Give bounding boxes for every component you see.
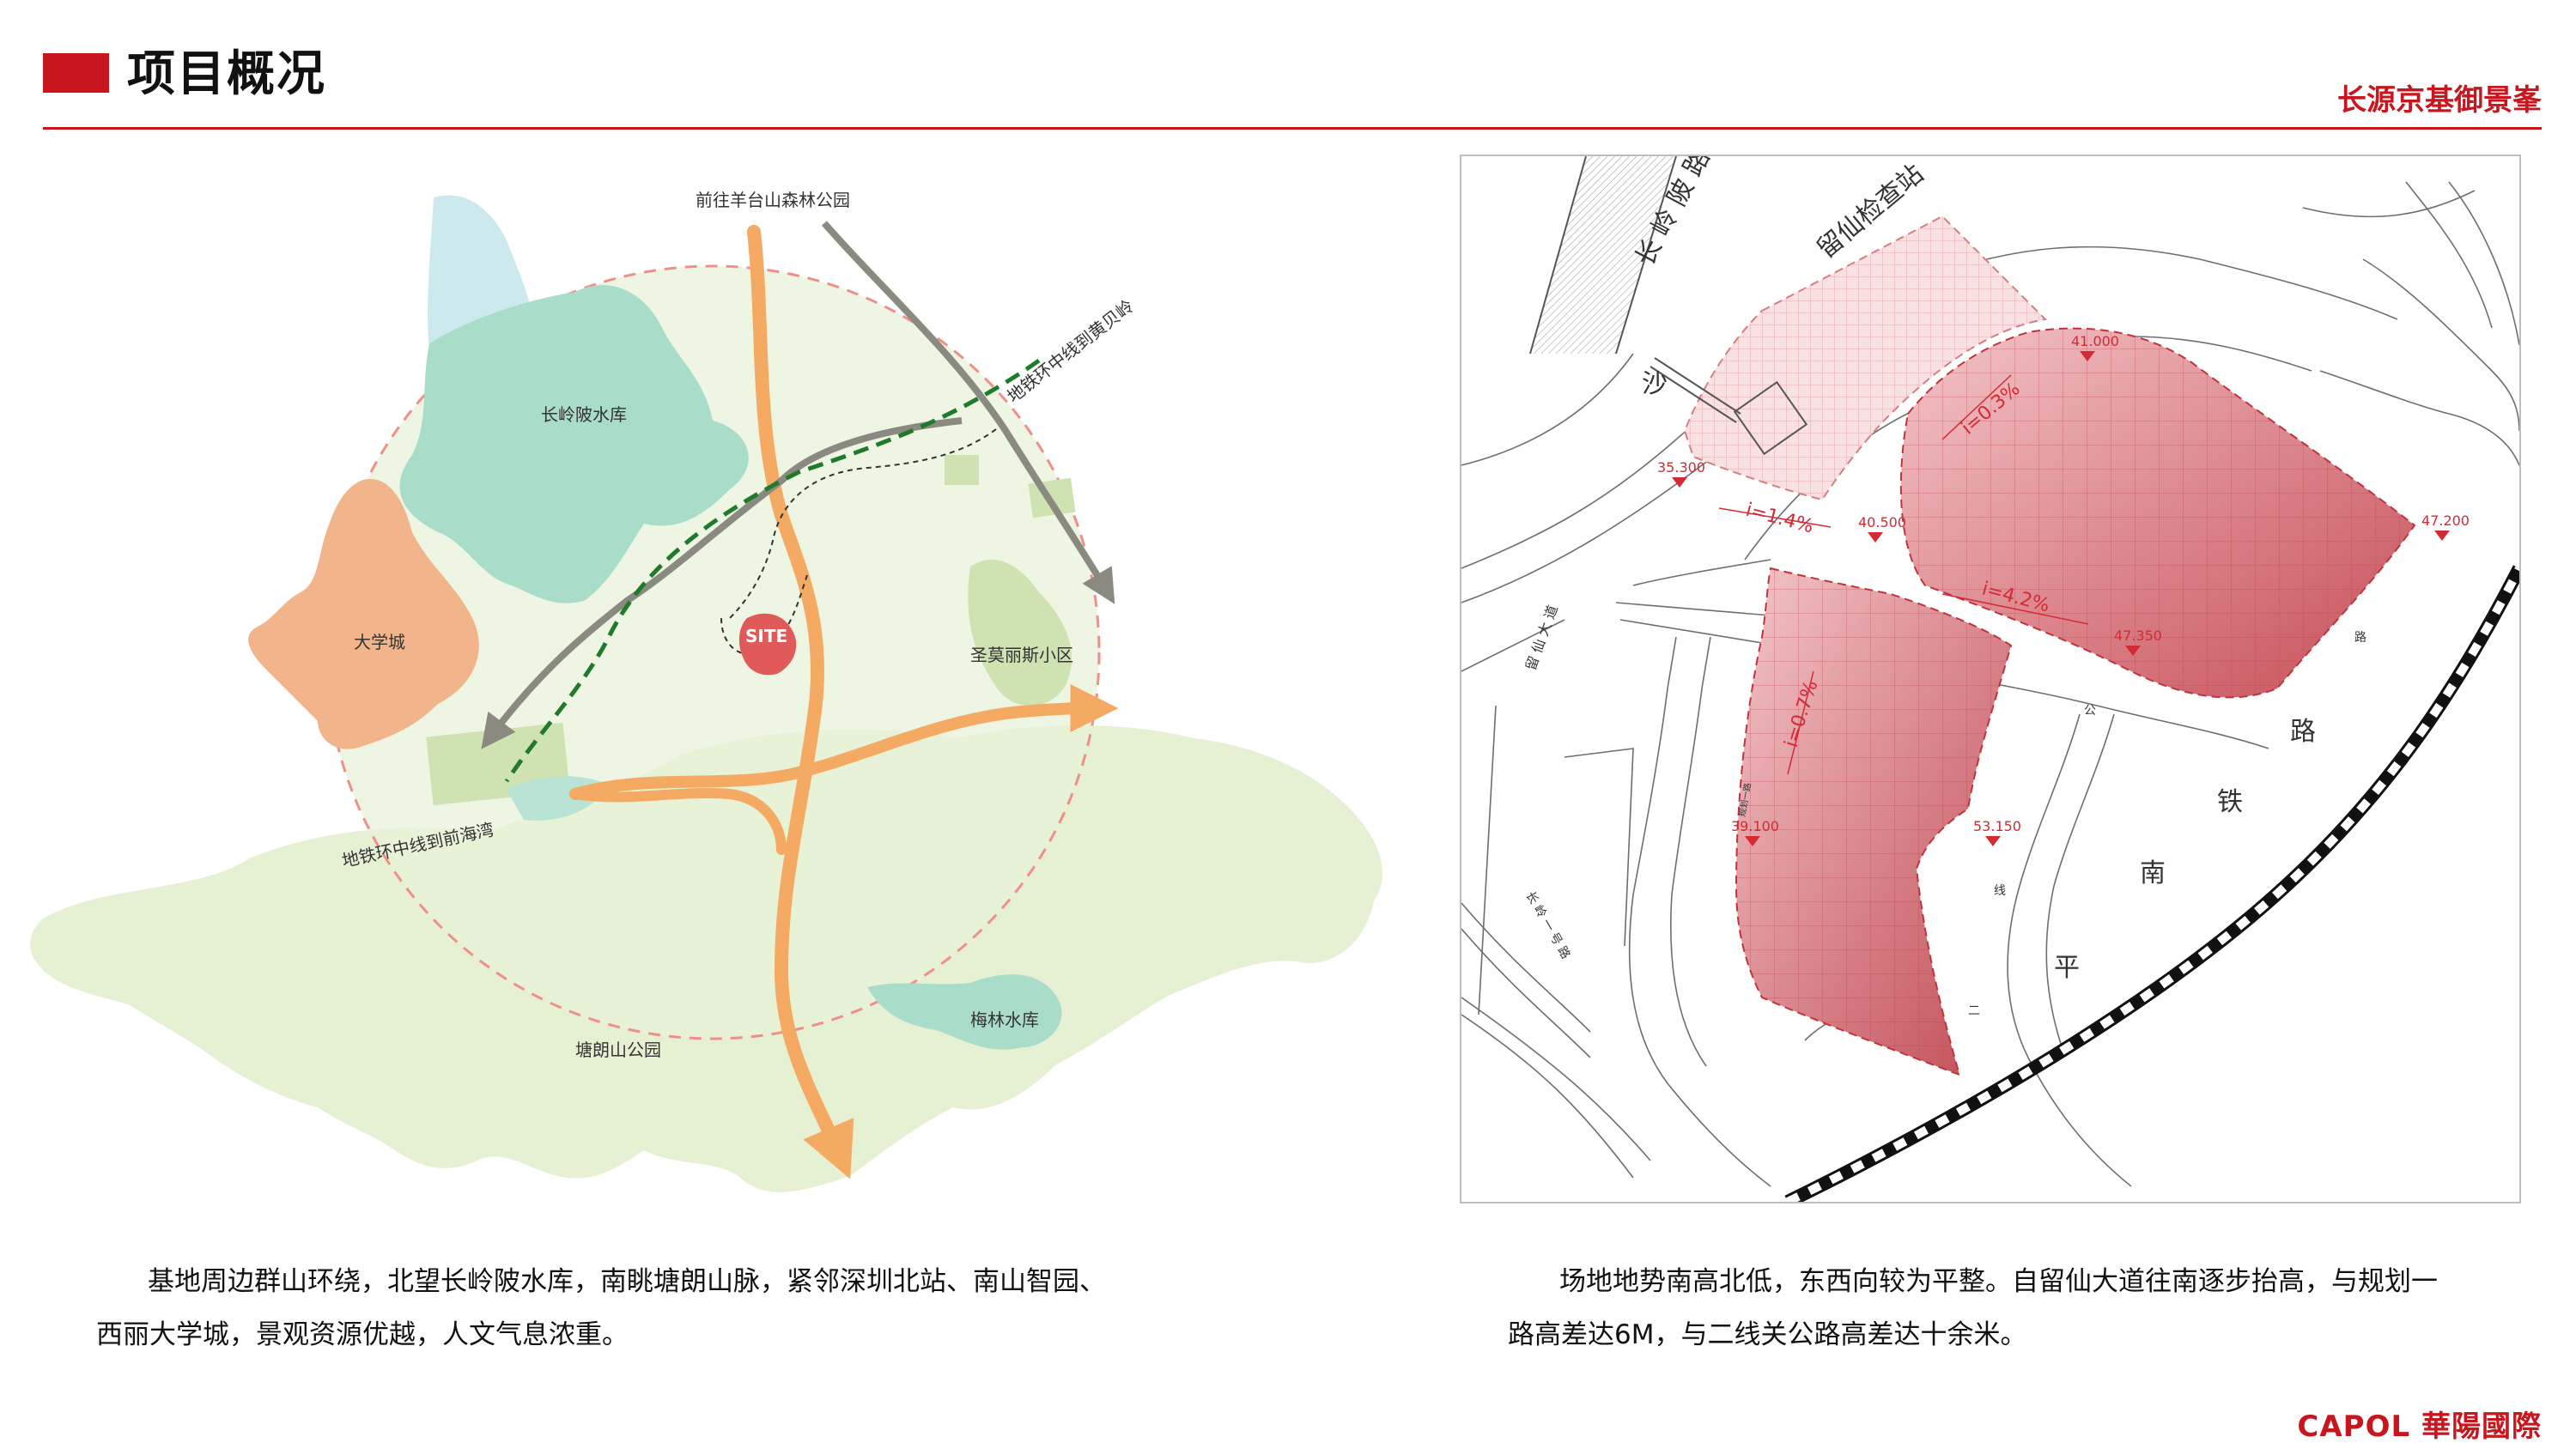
label-north-road: 前往羊台山森林公园	[696, 190, 850, 210]
company-logo: CAPOL 華陽國際	[2297, 1410, 2542, 1444]
metro-line	[504, 358, 1041, 783]
road-erxian-b: 路	[2354, 631, 2366, 645]
checkpoint-bridge	[1649, 357, 1741, 423]
label-tanglang-park: 塘朗山公园	[575, 1040, 661, 1060]
road-sha: 沙	[1642, 369, 1668, 399]
changlingbei-reservoir	[399, 285, 749, 603]
label-metro-north: 地铁环中线到黄贝岭	[1003, 295, 1138, 407]
rail-2: 南	[2140, 858, 2166, 888]
right-caption-text: 场地地势南高北低，东西向较为平整。自留仙大道往南逐步抬高，与规划一路高差达6M，…	[1508, 1266, 2438, 1350]
black-dashed-path	[729, 428, 997, 619]
site-label: SITE	[745, 626, 787, 646]
road-erxian-a: 公	[2084, 704, 2096, 718]
elevation-e3: 40.500	[1858, 514, 1906, 530]
project-brand: 长源京基御景峯	[2337, 83, 2542, 118]
road-changling-1: 长 岭 一 号 路	[1523, 889, 1573, 961]
east-west-road	[569, 684, 1119, 800]
north-south-road	[747, 225, 854, 1179]
right-caption: 场地地势南高北低，东西向较为平整。自留仙大道往南逐步抬高，与规划一路高差达6M，…	[1508, 1255, 2452, 1361]
elevation-e2: 41.000	[2071, 333, 2119, 349]
community-area	[968, 559, 1072, 706]
changlingbei-road	[1530, 156, 1676, 354]
label-university: 大学城	[354, 632, 405, 652]
east-west-road-west	[570, 787, 787, 855]
header-divider	[43, 127, 2542, 130]
label-meilin-reservoir: 梅林水库	[970, 1009, 1039, 1030]
elevation-e4: 47.200	[2421, 512, 2470, 529]
gray-road-north	[821, 221, 1115, 604]
elevation-e5: 47.350	[2114, 627, 2162, 644]
meilin-reservoir	[867, 974, 1062, 1050]
site-marker	[738, 613, 797, 676]
gray-road-arc	[481, 417, 963, 749]
label-community: 圣莫丽斯小区	[970, 645, 1073, 665]
surroundings-map: SITE 前往羊台山森林公园 地铁环中线到黄贝岭 长岭陂水库 大学城 圣莫丽斯小…	[30, 190, 1382, 1192]
rail-4: 路	[2290, 717, 2316, 747]
site-elevation-map: 35.300 41.000 40.500 47.200 47.350 39.10…	[1460, 155, 2521, 1203]
elevation-e1: 35.300	[1657, 459, 1705, 476]
left-caption: 基地周边群山环绕，北望长岭陂水库，南眺塘朗山脉，紧邻深圳北站、南山智园、西丽大学…	[96, 1255, 1127, 1361]
university-area	[248, 479, 479, 749]
elevation-e7: 53.150	[1973, 818, 2021, 834]
rail-1: 平	[2054, 953, 2080, 983]
elevation-e6: 39.100	[1731, 818, 1779, 834]
page-title: 项目概况	[127, 46, 326, 102]
label-reservoir-cll: 长岭陂水库	[541, 404, 627, 425]
green-patch	[945, 455, 979, 485]
rail-3: 铁	[2217, 787, 2243, 817]
left-caption-text: 基地周边群山环绕，北望长岭陂水库，南眺塘朗山脉，紧邻深圳北站、南山智园、西丽大学…	[96, 1266, 1106, 1350]
road-erxian-d: 二	[1968, 1004, 1980, 1018]
road-erxian-c: 线	[1994, 884, 2006, 898]
header-accent-block	[43, 53, 109, 93]
